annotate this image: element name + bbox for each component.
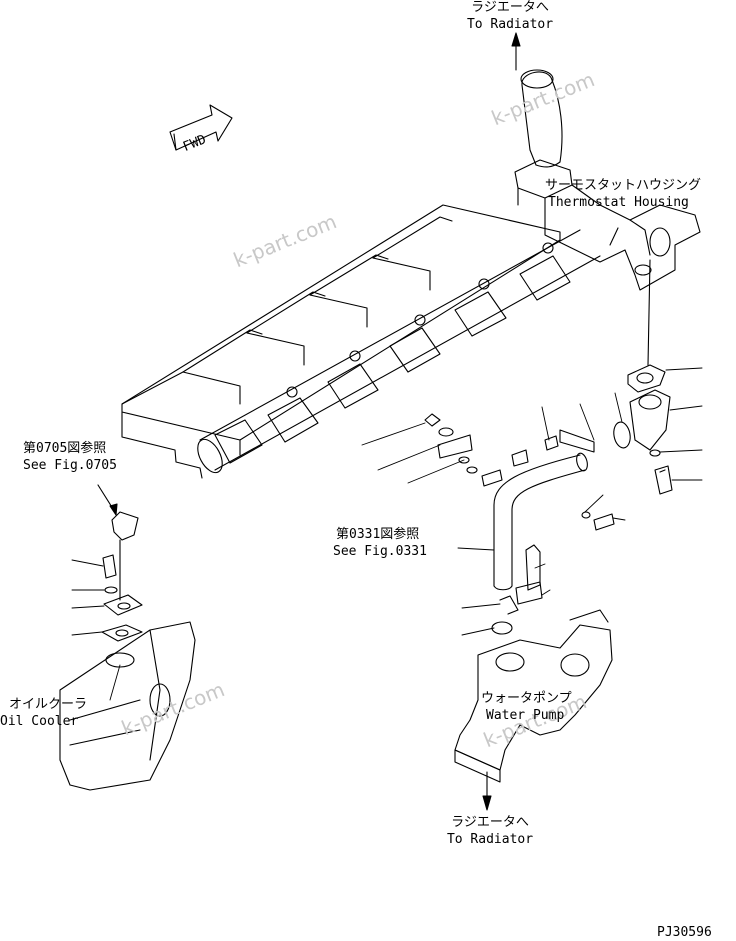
gasket (627, 259, 666, 393)
water-bypass-pipe (493, 452, 588, 591)
to-radiator-arrow-down (482, 771, 492, 811)
to-radiator-top-jp: ラジエータへ (471, 0, 549, 15)
water-pump-label-jp: ウォータポンプ (481, 691, 572, 706)
page-code: PJ30596 (657, 925, 712, 940)
see-fig-0331-jp: 第0331図参照 (336, 527, 420, 542)
thermostat-housing-label-en: Thermostat Housing (548, 195, 689, 210)
clamp-and-bolts (424, 413, 615, 635)
to-radiator-arrow-up (511, 32, 521, 71)
thermostat-housing-label-jp: サーモスタットハウジング (545, 178, 702, 193)
see-fig-0705-jp: 第0705図参照 (23, 441, 107, 456)
oil-cooler-label-jp: オイルクーラ (9, 697, 88, 712)
upper-radiator-pipe (520, 69, 563, 168)
oil-cooler-assembly (59, 484, 196, 791)
see-fig-0705-en: See Fig.0705 (23, 458, 117, 473)
water-outlet-elbow (613, 389, 673, 495)
water-manifold (197, 229, 601, 474)
cylinder-head-block (121, 204, 561, 479)
water-pump (454, 609, 613, 783)
oil-cooler-label-en: Oil Cooler (0, 714, 79, 729)
to-radiator-top-en: To Radiator (466, 17, 554, 32)
leader-lines (71, 367, 703, 701)
to-radiator-bottom-en: To Radiator (446, 832, 534, 847)
water-pump-label-en: Water Pump (486, 708, 565, 723)
fwd-arrow (169, 104, 233, 151)
to-radiator-bottom-jp: ラジエータへ (451, 815, 529, 830)
see-fig-0331-en: See Fig.0331 (333, 544, 427, 559)
thermostat-housing (514, 159, 701, 291)
